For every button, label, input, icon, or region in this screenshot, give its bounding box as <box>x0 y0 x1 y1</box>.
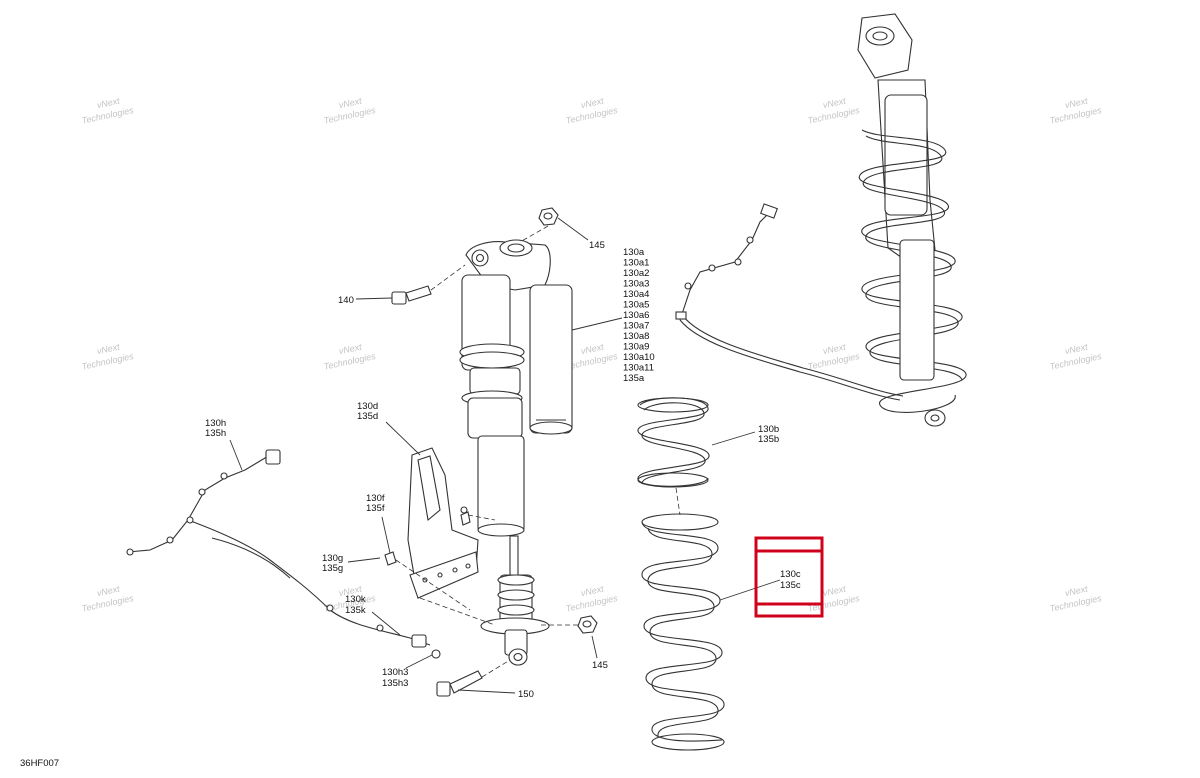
callout-130f: 130f <box>366 493 385 504</box>
callout-130a-list: 130a 130a1 130a2 130a3 130a4 130a5 130a6… <box>623 247 655 384</box>
watermark: vNext Technologies <box>807 342 861 372</box>
svg-text:130a5: 130a5 <box>623 300 649 311</box>
callout-135c: 135c <box>780 580 801 591</box>
svg-text:130a8: 130a8 <box>623 331 649 342</box>
callout-labels: 145 140 130a 130a1 130a2 130a3 130a4 130… <box>205 240 801 700</box>
shock-absorber-drawing <box>459 239 573 666</box>
svg-text:vNext: vNext <box>96 342 121 357</box>
svg-text:vNext: vNext <box>822 584 847 599</box>
figure-id: 36HF007 <box>20 758 59 769</box>
nut-145-bottom <box>577 615 598 634</box>
bracket-130f <box>460 506 471 526</box>
callout-130c: 130c <box>780 569 801 580</box>
svg-text:130a10: 130a10 <box>623 352 655 363</box>
watermark: vNext Technologies <box>565 584 619 614</box>
callout-130d: 130d <box>357 401 378 412</box>
nut-145-top <box>538 207 559 226</box>
wire-harness-130h <box>126 449 441 659</box>
callout-135f: 135f <box>366 503 385 514</box>
watermark: vNext Technologies <box>807 96 861 126</box>
callout-130h3: 130h3 <box>382 667 408 678</box>
callout-145-bottom: 145 <box>592 660 608 671</box>
callout-140: 140 <box>338 295 354 306</box>
watermark: vNext Technologies <box>81 584 135 614</box>
svg-text:130a: 130a <box>623 247 645 258</box>
spring-130c <box>641 513 725 751</box>
svg-text:vNext: vNext <box>96 96 121 111</box>
svg-text:130a2: 130a2 <box>623 268 649 279</box>
svg-text:vNext: vNext <box>1064 584 1089 599</box>
callout-135d: 135d <box>357 411 378 422</box>
svg-text:130a4: 130a4 <box>623 289 649 300</box>
svg-text:vNext: vNext <box>338 342 363 357</box>
watermark: vNext Technologies <box>807 584 861 614</box>
svg-text:135a: 135a <box>623 373 645 384</box>
callout-150: 150 <box>518 689 534 700</box>
svg-text:vNext: vNext <box>96 584 121 599</box>
svg-text:130a9: 130a9 <box>623 342 649 353</box>
watermark: vNext Technologies <box>565 96 619 126</box>
callout-130h: 130h <box>205 418 226 429</box>
svg-text:vNext: vNext <box>580 584 605 599</box>
svg-text:130a3: 130a3 <box>623 279 649 290</box>
svg-text:130a6: 130a6 <box>623 310 649 321</box>
highlight-box-130c[interactable] <box>754 536 824 618</box>
callout-135g: 135g <box>322 563 343 574</box>
spring-130b <box>637 397 710 488</box>
watermark: vNext Technologies <box>1049 584 1103 614</box>
svg-text:vNext: vNext <box>1064 342 1089 357</box>
watermark: vNext Technologies <box>323 342 377 372</box>
callout-135b: 135b <box>758 434 779 445</box>
watermark: vNext Technologies <box>81 342 135 372</box>
svg-text:vNext: vNext <box>580 342 605 357</box>
watermark: vNext Technologies <box>81 96 135 126</box>
watermark: vNext Technologies <box>1049 342 1103 372</box>
leader-lines <box>229 217 781 694</box>
bolt-150 <box>436 670 483 697</box>
svg-text:vNext: vNext <box>580 96 605 111</box>
watermark: vNext Technologies <box>1049 96 1103 126</box>
callout-135h3: 135h3 <box>382 678 408 689</box>
callout-135h: 135h <box>205 428 226 439</box>
callout-145-top: 145 <box>589 240 605 251</box>
callout-130k: 130k <box>345 594 366 605</box>
svg-text:vNext: vNext <box>338 584 363 599</box>
svg-text:130a11: 130a11 <box>623 363 654 374</box>
shock-guard-130d <box>407 447 479 599</box>
bolt-140 <box>391 285 432 305</box>
svg-text:vNext: vNext <box>822 96 847 111</box>
watermark-layer: vNext Technologies vNext Technologies vN… <box>81 96 1103 614</box>
svg-text:vNext: vNext <box>338 96 363 111</box>
svg-text:130a7: 130a7 <box>623 321 649 332</box>
callout-135k: 135k <box>345 605 366 616</box>
assembled-shock-drawing <box>675 13 967 427</box>
watermark: vNext Technologies <box>323 96 377 126</box>
svg-text:130a1: 130a1 <box>623 258 649 269</box>
svg-text:vNext: vNext <box>1064 96 1089 111</box>
callout-130g: 130g <box>322 553 343 564</box>
washer-130g <box>384 551 397 566</box>
callout-130b: 130b <box>758 424 779 435</box>
svg-text:vNext: vNext <box>822 342 847 357</box>
